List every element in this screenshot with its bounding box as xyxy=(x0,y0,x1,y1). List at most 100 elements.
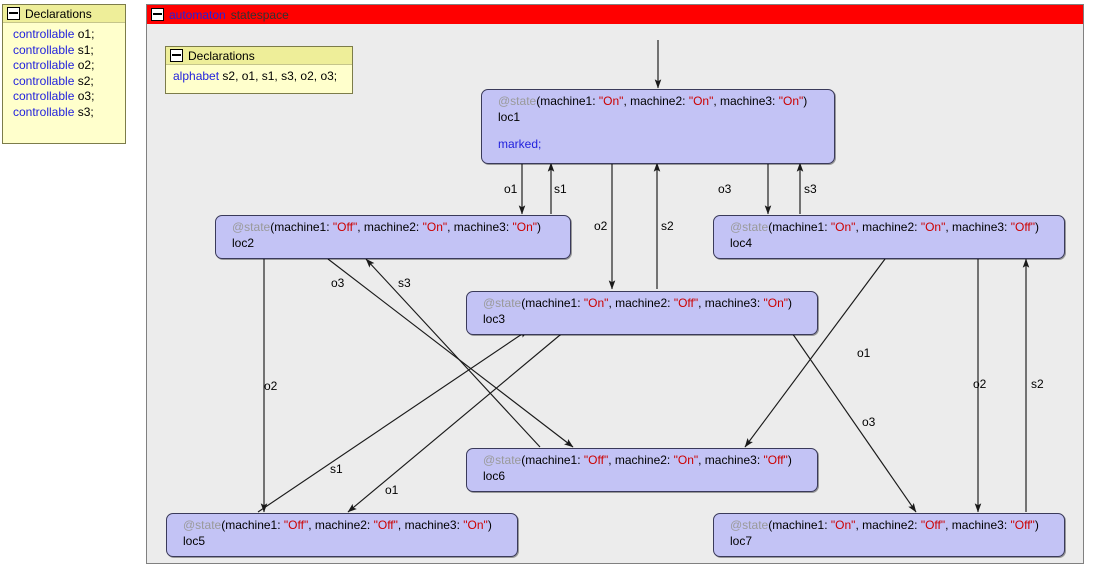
state-close-paren: ) xyxy=(487,518,492,532)
state-close-paren: ) xyxy=(803,94,808,108)
state-location-name: loc6 xyxy=(483,468,506,483)
declaration-value: o3; xyxy=(77,89,95,103)
declaration-value: s2; xyxy=(77,73,94,88)
state-location-name: loc7 xyxy=(730,533,753,548)
state-arg-key: (machine1: xyxy=(521,453,584,467)
state-arg-key: , machine2: xyxy=(608,296,674,310)
declaration-value: s2, o1, s1, s3, o2, o3; xyxy=(222,69,338,83)
declaration-value: o2; xyxy=(77,58,95,72)
declaration-keyword: alphabet xyxy=(173,69,220,83)
state-arg-value: "Off" xyxy=(283,518,309,532)
state-arg-value: "Off" xyxy=(1010,518,1035,532)
declaration-value: s3; xyxy=(77,104,94,119)
state-arg-value: "On" xyxy=(598,94,624,108)
state-location-name: loc3 xyxy=(483,311,506,326)
at-state-keyword: @state xyxy=(483,453,522,467)
declaration-value: o1; xyxy=(77,27,95,41)
state-arg-key: , machine2: xyxy=(608,453,674,467)
state-box-loc2[interactable]: @state(machine1: "Off", machine2: "On", … xyxy=(215,215,571,259)
minus-icon[interactable] xyxy=(151,8,164,21)
state-arg-value: "Off" xyxy=(373,518,398,532)
declaration-keyword: controllable xyxy=(13,27,75,41)
state-arg-value: "On" xyxy=(673,453,699,467)
state-arg-value: "Off" xyxy=(332,220,358,234)
state-arg-value: "On" xyxy=(463,518,488,532)
state-arg-value: "On" xyxy=(583,296,609,310)
state-box-loc5[interactable]: @state(machine1: "Off", machine2: "Off",… xyxy=(166,513,518,557)
state-box-loc1[interactable]: @state(machine1: "On", machine2: "On", m… xyxy=(481,89,835,164)
outer-declarations-group[interactable]: Declarations controllable o1; controllab… xyxy=(2,4,126,144)
state-arg-value: "On" xyxy=(920,220,946,234)
state-arg-key: , machine3: xyxy=(447,220,513,234)
state-spacer xyxy=(498,125,825,137)
state-arg-key: , machine2: xyxy=(308,518,374,532)
state-arg-value: "On" xyxy=(778,94,804,108)
state-arg-key: , machine2: xyxy=(357,220,423,234)
state-signature: @state(machine1: "Off", machine2: "Off",… xyxy=(183,518,508,534)
declaration-line: controllable s3; xyxy=(13,105,119,121)
declaration-line: alphabet s2, o1, s1, s3, o2, o3; xyxy=(173,69,346,85)
minus-icon[interactable] xyxy=(7,7,20,20)
state-box-loc7[interactable]: @state(machine1: "On", machine2: "Off", … xyxy=(713,513,1065,557)
state-arg-value: "On" xyxy=(830,220,856,234)
state-arg-key: , machine3: xyxy=(698,453,764,467)
state-arg-value: "Off" xyxy=(673,296,699,310)
minus-icon[interactable] xyxy=(170,49,183,62)
state-arg-key: (machine1: xyxy=(270,220,333,234)
state-location-name: loc5 xyxy=(183,533,206,548)
state-arg-value: "On" xyxy=(512,220,538,234)
state-arg-key: , machine3: xyxy=(397,518,464,532)
outer-declarations-title-bar: Declarations xyxy=(3,5,125,23)
state-box-loc6[interactable]: @state(machine1: "Off", machine2: "On", … xyxy=(466,448,818,492)
state-location-name: loc2 xyxy=(232,235,255,250)
automaton-keyword: automaton xyxy=(169,7,226,22)
automaton-name: statespace xyxy=(230,7,289,22)
state-arg-key: , machine3: xyxy=(945,220,1011,234)
state-signature: @state(machine1: "Off", machine2: "On", … xyxy=(483,453,808,469)
state-location-name: loc1 xyxy=(498,109,521,124)
inner-declarations-title-bar: Declarations xyxy=(166,47,352,65)
declaration-keyword: controllable xyxy=(13,42,75,57)
state-close-paren: ) xyxy=(788,296,793,310)
state-box-loc4[interactable]: @state(machine1: "On", machine2: "On", m… xyxy=(713,215,1065,259)
state-arg-value: "On" xyxy=(830,518,856,532)
state-arg-key: , machine2: xyxy=(855,518,921,532)
state-close-paren: ) xyxy=(787,453,792,467)
state-arg-key: (machine1: xyxy=(221,518,284,532)
state-location-name: loc4 xyxy=(730,235,753,250)
state-arg-key: , machine3: xyxy=(945,518,1011,532)
state-close-paren: ) xyxy=(1035,220,1040,234)
state-signature: @state(machine1: "On", machine2: "Off", … xyxy=(730,518,1055,534)
declaration-line: controllable o3; xyxy=(13,89,119,105)
state-arg-value: "Off" xyxy=(920,518,946,532)
at-state-keyword: @state xyxy=(483,296,522,310)
declaration-keyword: controllable xyxy=(13,73,75,88)
state-signature: @state(machine1: "On", machine2: "On", m… xyxy=(498,94,825,110)
inner-declarations-title: Declarations xyxy=(188,48,255,63)
at-state-keyword: @state xyxy=(183,518,222,532)
state-signature: @state(machine1: "On", machine2: "On", m… xyxy=(730,220,1055,236)
at-state-keyword: @state xyxy=(730,220,769,234)
automaton-header-bar: automaton statespace xyxy=(147,5,1083,24)
inner-declarations-group[interactable]: Declarations alphabet s2, o1, s1, s3, o2… xyxy=(165,46,353,94)
declaration-line: controllable s1; xyxy=(13,43,119,59)
at-state-keyword: @state xyxy=(498,94,537,108)
state-marked-flag: marked; xyxy=(498,137,542,151)
declaration-keyword: controllable xyxy=(13,104,75,119)
at-state-keyword: @state xyxy=(232,220,271,234)
declaration-line: controllable o2; xyxy=(13,58,119,74)
state-signature: @state(machine1: "Off", machine2: "On", … xyxy=(232,220,561,236)
state-signature: @state(machine1: "On", machine2: "Off", … xyxy=(483,296,808,312)
at-state-keyword: @state xyxy=(730,518,769,532)
state-arg-key: (machine1: xyxy=(768,220,831,234)
declaration-line: controllable o1; xyxy=(13,27,119,43)
state-arg-key: , machine3: xyxy=(698,296,764,310)
state-arg-value: "On" xyxy=(763,296,789,310)
outer-declarations-title: Declarations xyxy=(25,6,92,21)
inner-declarations-body: alphabet s2, o1, s1, s3, o2, o3; xyxy=(166,65,352,90)
outer-declarations-body: controllable o1; controllable s1; contro… xyxy=(3,23,125,125)
declaration-line: controllable s2; xyxy=(13,74,119,90)
state-arg-key: , machine2: xyxy=(623,94,689,108)
state-close-paren: ) xyxy=(1034,518,1039,532)
state-box-loc3[interactable]: @state(machine1: "On", machine2: "Off", … xyxy=(466,291,818,335)
